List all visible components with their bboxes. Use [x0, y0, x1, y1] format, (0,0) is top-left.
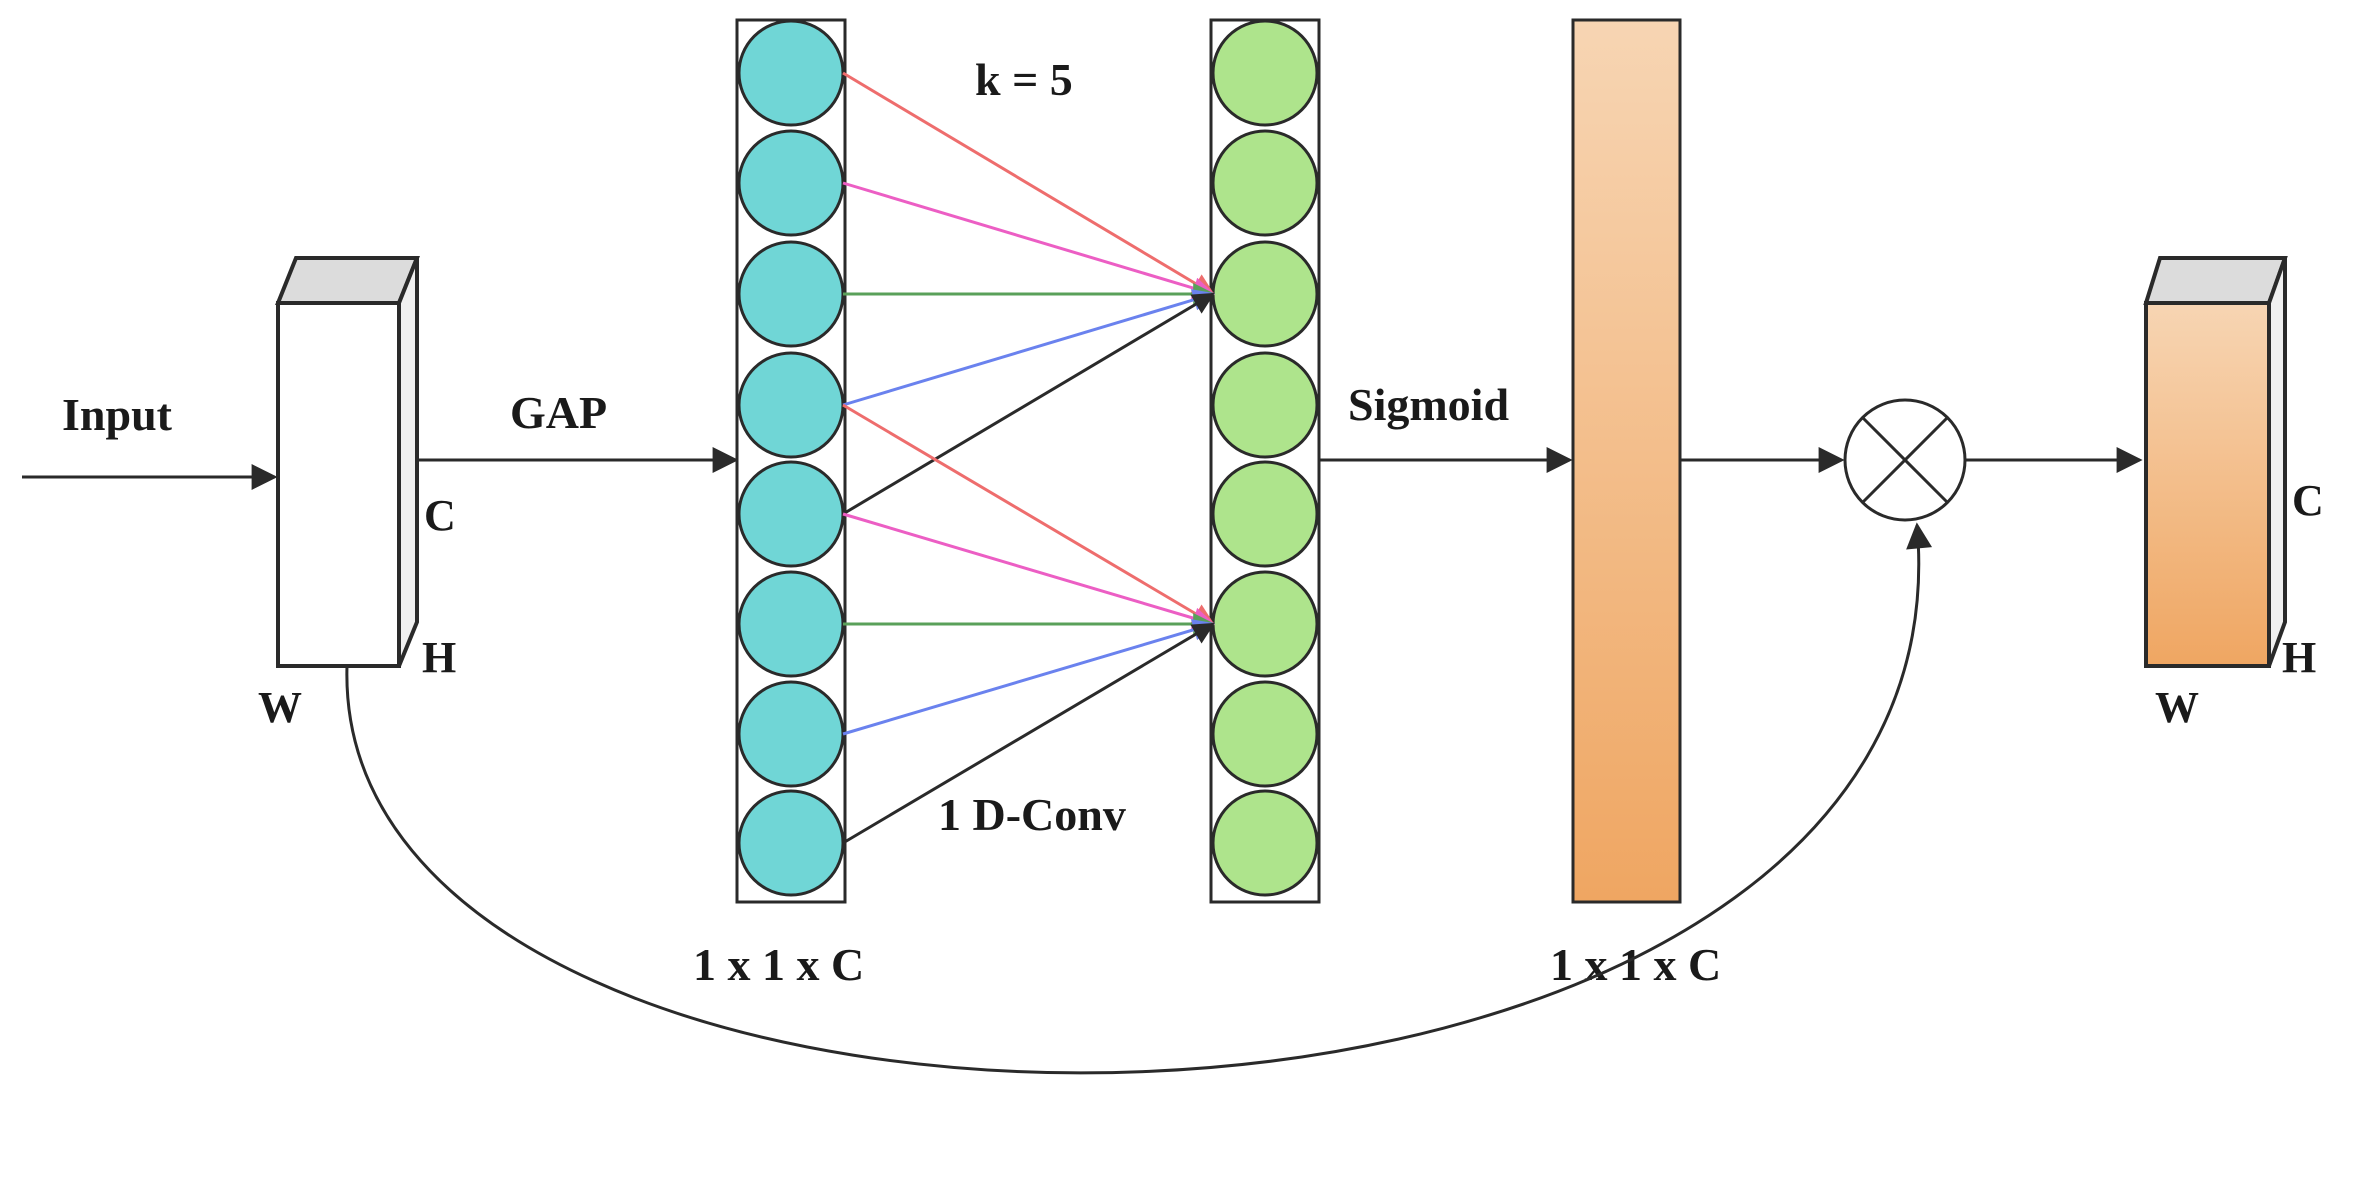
conv-node-group [1211, 19, 1319, 897]
output-h-label: H [2282, 633, 2316, 682]
input-w-label: W [258, 683, 302, 732]
gap-node-7 [737, 680, 845, 788]
weight-dims-label: 1 x 1 x C [1550, 939, 1721, 990]
conv-edge-1 [842, 71, 1215, 296]
sigmoid-label: Sigmoid [1348, 379, 1509, 430]
skip-connection-arrow [345, 522, 1932, 1075]
conv-node-6 [1211, 570, 1319, 678]
gap-node-5 [737, 460, 845, 568]
gap-node-4 [737, 351, 845, 459]
conv-node-8 [1211, 789, 1319, 897]
gap-node-1 [737, 19, 845, 127]
conv-node-3 [1211, 240, 1319, 348]
gap-node-2 [737, 129, 845, 237]
circled-times-icon [1843, 398, 1967, 522]
conv-node-1 [1211, 19, 1319, 127]
conv-edge-10 [842, 622, 1215, 845]
conv-edge-9 [842, 619, 1216, 736]
input-label: Input [62, 389, 173, 440]
conv-edge-4 [842, 289, 1216, 407]
input-h-label: H [422, 633, 456, 682]
conv-node-5 [1211, 460, 1319, 568]
output-w-label: W [2155, 683, 2199, 732]
gap-node-8 [737, 789, 845, 897]
output-c-label: C [2292, 476, 2324, 525]
conv-edge-group [842, 71, 1216, 845]
gap-node-3 [737, 240, 845, 348]
kernel-size-label: k = 5 [975, 54, 1073, 105]
conv-node-4 [1211, 351, 1319, 459]
gap-label: GAP [510, 387, 607, 438]
conv-edge-5 [842, 292, 1215, 516]
conv-edge-2 [842, 181, 1216, 299]
gap-node-6 [737, 570, 845, 678]
input-c-label: C [424, 491, 456, 540]
channel-weight-bar [1571, 18, 1682, 904]
conv-node-7 [1211, 680, 1319, 788]
output-feature-block [2143, 256, 2288, 668]
input-feature-block [275, 256, 420, 668]
gap-dims-label: 1 x 1 x C [693, 939, 864, 990]
conv-edge-6 [842, 403, 1215, 626]
conv-edge-7 [842, 512, 1216, 629]
conv-label: 1 D-Conv [938, 789, 1126, 840]
conv-node-2 [1211, 129, 1319, 237]
gap-node-group [737, 19, 845, 897]
